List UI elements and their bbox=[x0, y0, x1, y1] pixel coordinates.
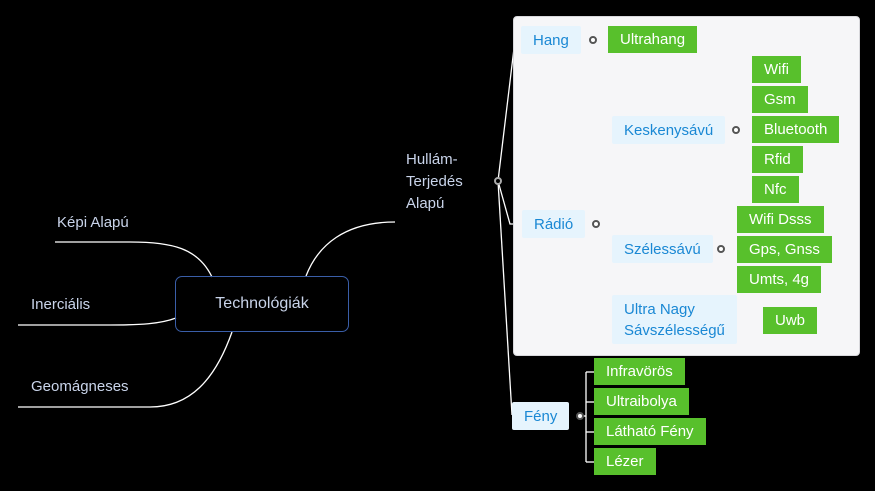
collapse-toggle-hang[interactable] bbox=[589, 36, 597, 44]
branch-kepi-alapu[interactable]: Képi Alapú bbox=[57, 214, 129, 231]
wave-label-line-1: Hullám- bbox=[406, 151, 458, 168]
leaf-umts-4g[interactable]: Umts, 4g bbox=[737, 266, 822, 293]
topic-radio[interactable]: Rádió bbox=[522, 210, 586, 238]
leaf-gsm[interactable]: Gsm bbox=[752, 86, 808, 113]
leaf-ultraibolya[interactable]: Ultraibolya bbox=[594, 388, 689, 415]
topic-ultra-nagy-savszelessegu[interactable]: Ultra Nagy Sávszélességű bbox=[612, 295, 737, 344]
leaf-lezer[interactable]: Lézer bbox=[594, 448, 656, 475]
collapse-toggle-feny[interactable] bbox=[576, 412, 584, 420]
ultra-label-line-1: Ultra Nagy bbox=[624, 300, 695, 318]
leaf-infravoros[interactable]: Infravörös bbox=[594, 358, 685, 385]
leaf-wifi-dsss[interactable]: Wifi Dsss bbox=[737, 206, 824, 233]
leaf-ultrahang[interactable]: Ultrahang bbox=[608, 26, 698, 53]
branch-inercialis[interactable]: Inerciális bbox=[31, 296, 91, 313]
topic-feny[interactable]: Fény bbox=[512, 402, 570, 430]
wave-label-line-2: Terjedés bbox=[406, 173, 463, 190]
collapse-toggle-szelessavu[interactable] bbox=[717, 245, 725, 253]
topic-szelessavu[interactable]: Szélessávú bbox=[612, 235, 713, 263]
topic-keskenysavu[interactable]: Keskenysávú bbox=[612, 116, 726, 144]
leaf-lathato-feny[interactable]: Látható Fény bbox=[594, 418, 706, 445]
ultra-label-line-2: Sávszélességű bbox=[624, 321, 725, 339]
root-topic[interactable]: Technológiák bbox=[175, 276, 349, 332]
leaf-gps-gnss[interactable]: Gps, Gnss bbox=[737, 236, 832, 263]
leaf-bluetooth[interactable]: Bluetooth bbox=[752, 116, 840, 143]
collapse-toggle-wave[interactable] bbox=[494, 177, 502, 185]
branch-hullam-terjedes[interactable]: Hullám- Terjedés Alapú bbox=[406, 149, 463, 215]
leaf-wifi[interactable]: Wifi bbox=[752, 56, 801, 83]
collapse-toggle-keskenysavu[interactable] bbox=[732, 126, 740, 134]
leaf-nfc[interactable]: Nfc bbox=[752, 176, 799, 203]
wave-label-line-3: Alapú bbox=[406, 195, 445, 212]
collapse-toggle-radio[interactable] bbox=[592, 220, 600, 228]
branch-geomagneses[interactable]: Geomágneses bbox=[31, 378, 129, 395]
leaf-uwb[interactable]: Uwb bbox=[763, 307, 818, 334]
topic-hang[interactable]: Hang bbox=[521, 26, 581, 54]
leaf-rfid[interactable]: Rfid bbox=[752, 146, 803, 173]
